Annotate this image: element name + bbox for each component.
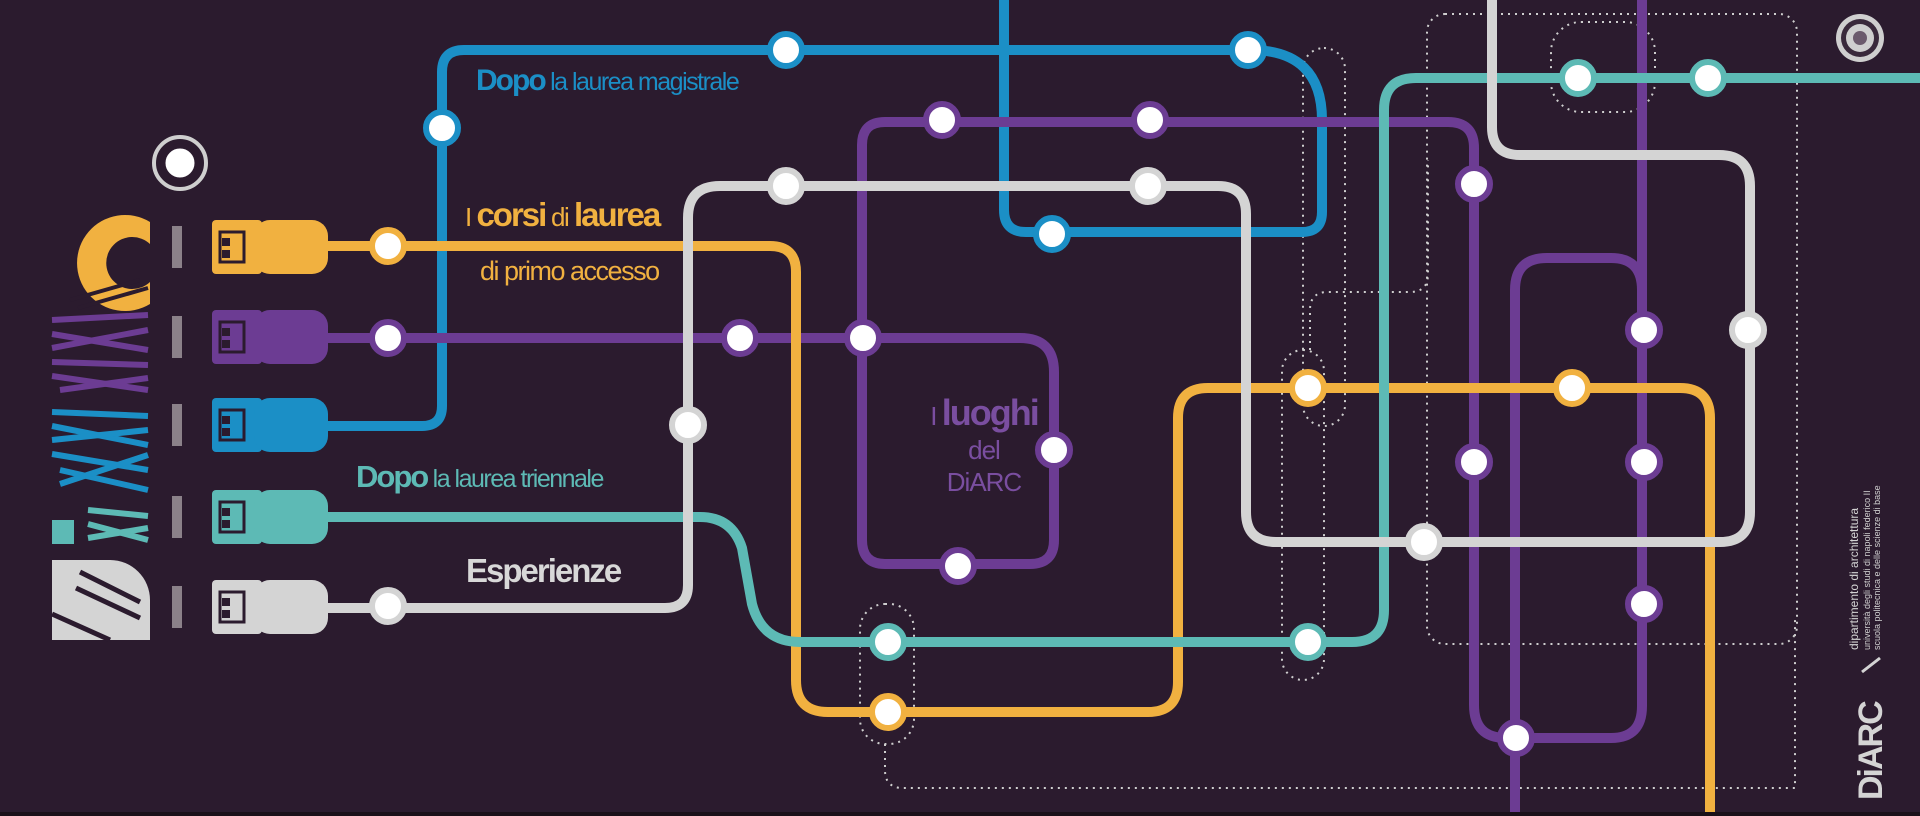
label-esperienze: Esperienze (466, 552, 622, 589)
station-marker (1035, 431, 1073, 469)
label-luoghi-del-diarc: I luoghi del DiARC (899, 392, 1069, 497)
label-corsi-di-laurea: I corsi di laurea (465, 196, 661, 233)
label-luoghi-name: DiARC (946, 467, 1022, 497)
line-grey (320, 0, 1755, 613)
dept-line-2: università degli studi di napoli federic… (1862, 490, 1872, 650)
line-blue (320, 0, 1327, 431)
label-luoghi-word: luoghi (941, 392, 1040, 433)
label-luoghi-del: del (968, 435, 1001, 465)
station-marker (369, 227, 407, 265)
station-marker (767, 167, 805, 205)
label-dopo-laurea-magistrale: Dopo la laurea magistrale (476, 64, 740, 97)
station-marker (1625, 585, 1663, 623)
station-marker (1625, 311, 1663, 349)
station-marker (1033, 215, 1071, 253)
station-marker (1497, 719, 1535, 757)
label-triennale-rest: la laurea triennale (427, 465, 605, 493)
label-triennale-prefix: Dopo (356, 459, 429, 494)
station-marker (1729, 311, 1767, 349)
label-primo-accesso: di primo accesso (480, 256, 660, 286)
label-magistrale-prefix: Dopo (476, 64, 547, 97)
label-corsi-word: corsi (476, 196, 547, 233)
station-marker (1229, 31, 1267, 69)
port-grey (172, 580, 328, 634)
station-marker (369, 319, 407, 357)
station-marker (369, 587, 407, 625)
label-luoghi-pre: I (930, 401, 942, 431)
station-marker (721, 319, 759, 357)
label-corsi-laurea: laurea (574, 196, 661, 233)
dept-brand: DiARC dipartimento di architettura unive… (1847, 485, 1890, 800)
station-marker (844, 319, 882, 357)
diarc-side-logo (50, 135, 208, 643)
port-teal (172, 490, 328, 544)
station-marker (1553, 369, 1591, 407)
station-marker (767, 31, 805, 69)
dept-line-1: dipartimento di architettura (1847, 508, 1861, 650)
station-marker (1289, 623, 1327, 661)
footer-strip (0, 812, 1920, 816)
line-teal (320, 73, 1920, 647)
interchange-outlines (859, 13, 1798, 789)
station-marker (1689, 59, 1727, 97)
station-marker (1625, 443, 1663, 481)
station-marker (869, 623, 907, 661)
station-marker (669, 406, 707, 444)
station-marker (1405, 523, 1443, 561)
station-marker (1289, 369, 1327, 407)
line-purple-branch (1510, 253, 1647, 816)
station-marker (939, 547, 977, 585)
station-marker (869, 693, 907, 731)
station-marker (1455, 443, 1493, 481)
line-yellow (320, 241, 1715, 816)
station-marker (1455, 165, 1493, 203)
stations (369, 31, 1767, 757)
station-marker (423, 109, 461, 147)
university-seal-icon (1836, 14, 1884, 62)
line-ports (172, 220, 328, 634)
label-dopo-laurea-triennale: Dopo la laurea triennale (356, 459, 605, 494)
port-purple (172, 310, 328, 364)
label-corsi-di: di (545, 202, 575, 232)
label-magistrale-rest: la laurea magistrale (544, 68, 740, 96)
dept-line-3: scuola politecnica e delle scienze di ba… (1872, 485, 1882, 650)
port-blue (172, 398, 328, 452)
label-corsi-pre: I (465, 202, 477, 232)
dept-brand-name: DiARC (1852, 701, 1890, 800)
station-marker (923, 101, 961, 139)
station-marker (1559, 59, 1597, 97)
station-marker (1129, 167, 1167, 205)
port-yellow (172, 220, 328, 274)
station-marker (1131, 101, 1169, 139)
